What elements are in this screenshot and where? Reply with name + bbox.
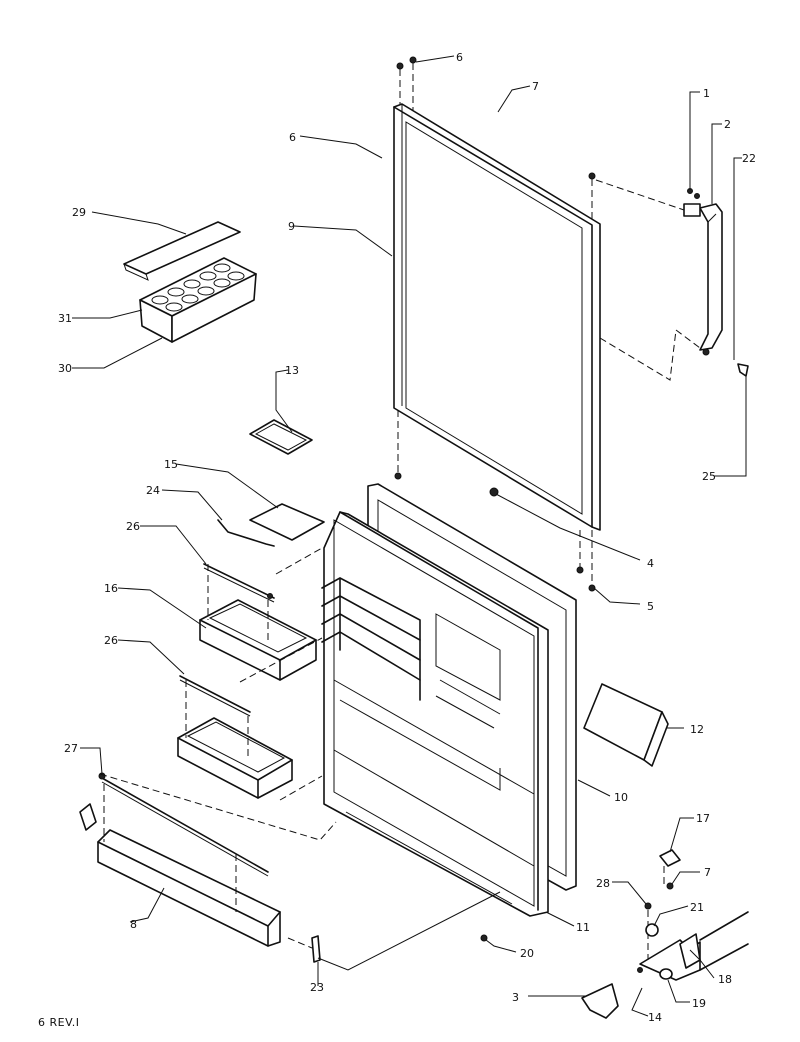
door-liner	[323, 511, 549, 917]
bin-retainer-bar-upper	[203, 563, 275, 603]
callout: 23	[310, 981, 324, 994]
callout: 6	[456, 51, 463, 64]
hinge-pin-assembly	[639, 911, 749, 981]
callout: 5	[647, 600, 654, 613]
callout: 29	[72, 206, 86, 219]
callout: 21	[690, 901, 704, 914]
callout: 26	[104, 634, 118, 647]
door-frame	[393, 103, 601, 531]
callout: 24	[146, 484, 160, 497]
callout: 27	[64, 742, 78, 755]
callout: 22	[742, 152, 756, 165]
callout: 19	[692, 997, 706, 1010]
callout: 14	[648, 1011, 662, 1024]
lower-hinge	[581, 983, 619, 1019]
callout: 17	[696, 812, 710, 825]
door-closer	[311, 935, 321, 963]
callout: 3	[512, 991, 519, 1004]
callout: 1	[703, 87, 710, 100]
callout: 15	[164, 458, 178, 471]
callout: 7	[704, 866, 711, 879]
callout: 11	[576, 921, 590, 934]
hinge-washer	[637, 902, 659, 973]
leader-lines	[72, 55, 747, 1017]
screw	[396, 62, 404, 104]
door-shelf-bottom	[97, 829, 281, 947]
door-bin-lower	[177, 717, 293, 799]
callout: 6	[289, 131, 296, 144]
screw	[394, 410, 402, 480]
callout: 31	[58, 312, 72, 325]
bin-retainer-bar-lower	[179, 675, 251, 717]
callout: 25	[702, 470, 716, 483]
callout: 12	[690, 723, 704, 736]
ice-cube-tray	[139, 257, 257, 343]
callout: 8	[130, 918, 137, 931]
callout: 9	[288, 220, 295, 233]
callout: 18	[718, 973, 732, 986]
callout: 4	[647, 557, 654, 570]
door-handle	[683, 188, 723, 356]
callout: 13	[285, 364, 299, 377]
callout: 2	[724, 118, 731, 131]
callout-labels: 1 2 3 4 5 6 6 7 7 8 9 10 11 12 13 14 15 …	[58, 51, 756, 1024]
ice-tray-cover	[123, 221, 241, 281]
dairy-compartment-cover	[583, 683, 669, 767]
callout: 30	[58, 362, 72, 375]
door-bin-upper	[199, 599, 317, 681]
dairy-door-lid	[249, 503, 325, 541]
shelf-rail	[98, 772, 269, 877]
callout: 7	[532, 80, 539, 93]
shelf-clip	[79, 803, 97, 831]
dairy-door-spring	[217, 519, 275, 547]
screw	[588, 172, 596, 222]
hinge-bracket	[659, 849, 681, 890]
screw	[588, 530, 596, 592]
door-stop	[480, 934, 488, 942]
callout: 10	[614, 791, 628, 804]
callout: 16	[104, 582, 118, 595]
butter-tray	[249, 419, 313, 455]
liner-shelf-rails	[321, 577, 501, 729]
callout: 26	[126, 520, 140, 533]
callout: 20	[520, 947, 534, 960]
callout: 28	[596, 877, 610, 890]
revision-label: 6 REV.I	[38, 1016, 80, 1029]
screw	[409, 56, 417, 110]
